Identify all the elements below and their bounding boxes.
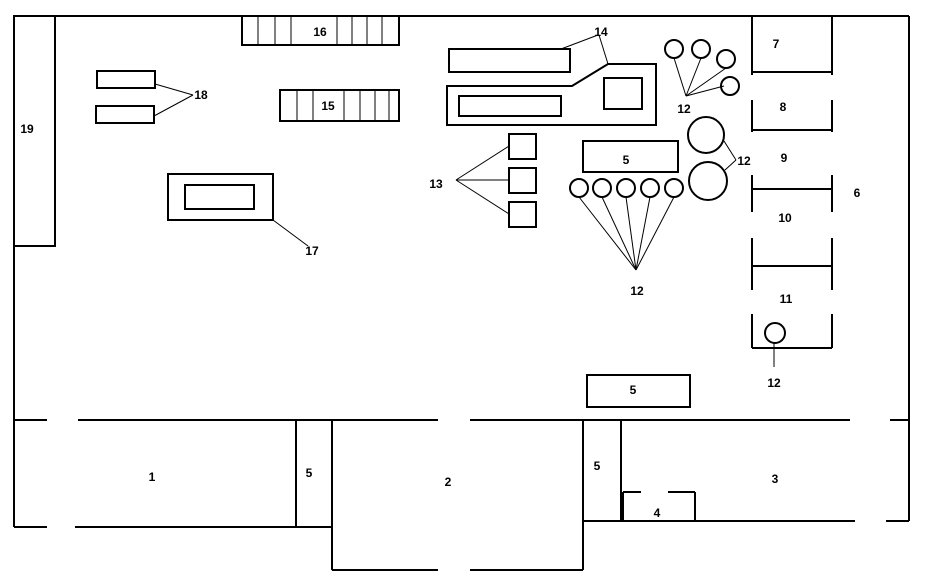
label-4: 4 [654, 506, 661, 520]
label-12-row: 12 [630, 284, 644, 298]
lower-rooms [13, 419, 909, 571]
element-5-middle [586, 374, 691, 408]
element-13 [455, 133, 537, 228]
element-17 [167, 173, 309, 247]
label-12-single: 12 [767, 376, 781, 390]
label-6: 6 [854, 186, 861, 200]
element-16 [241, 15, 400, 46]
label-5-left: 5 [306, 466, 313, 480]
element-15 [279, 89, 400, 122]
right-partitions [751, 16, 833, 349]
label-7: 7 [773, 37, 780, 51]
label-10: 10 [778, 211, 792, 225]
label-11: 11 [780, 292, 793, 306]
label-3: 3 [772, 472, 779, 486]
label-18: 18 [194, 88, 208, 102]
label-19: 19 [20, 122, 34, 136]
label-5-right: 5 [594, 459, 601, 473]
label-15: 15 [321, 99, 335, 113]
element-12-group-row [569, 178, 684, 271]
label-17: 17 [305, 244, 319, 258]
room-1-corridor-5 [295, 419, 333, 528]
label-5-upper: 5 [623, 153, 630, 167]
label-13: 13 [429, 177, 443, 191]
element-12-group-top [664, 39, 740, 97]
label-9: 9 [781, 151, 788, 165]
element-5-upper [582, 140, 679, 173]
label-5-middle: 5 [630, 383, 637, 397]
label-12-large: 12 [737, 154, 751, 168]
label-12-top: 12 [677, 102, 691, 116]
element-12-single [764, 322, 786, 367]
label-14: 14 [594, 25, 608, 39]
labels: 1 5 2 5 4 3 5 5 6 7 8 9 10 11 12 12 12 1… [20, 25, 860, 520]
element-18 [95, 70, 194, 124]
label-16: 16 [313, 25, 327, 39]
label-1: 1 [149, 470, 156, 484]
label-8: 8 [780, 100, 787, 114]
element-19 [13, 15, 56, 247]
element-12-group-large [687, 116, 737, 201]
label-2: 2 [445, 475, 452, 489]
element-14 [446, 34, 657, 126]
